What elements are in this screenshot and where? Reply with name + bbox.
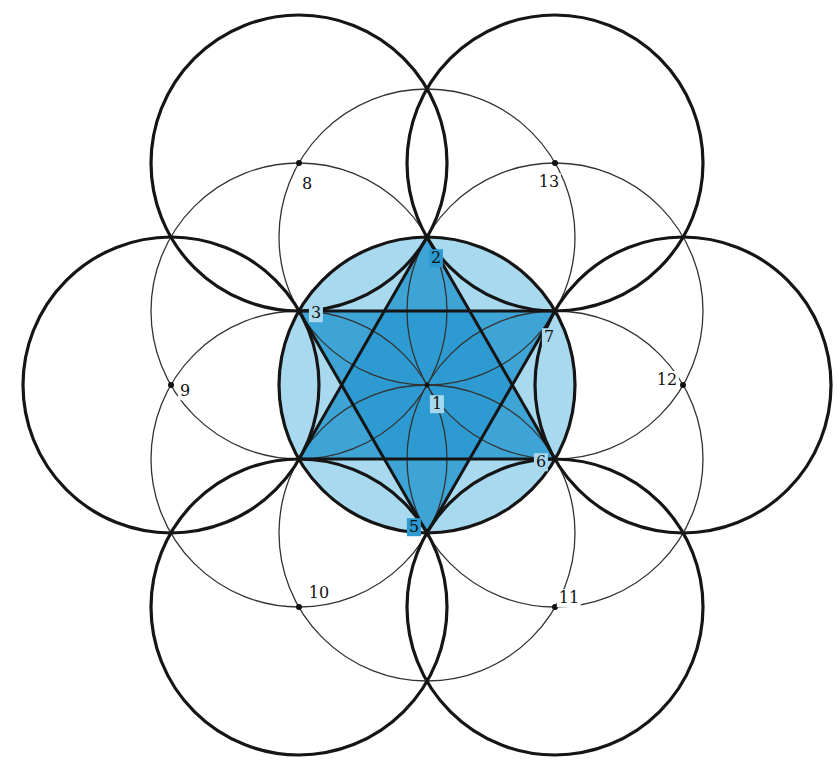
callout-number: 7 bbox=[542, 328, 556, 346]
callout-number: 8 bbox=[300, 175, 314, 193]
callout-number: 2 bbox=[429, 249, 443, 267]
callout-number: 13 bbox=[537, 173, 561, 191]
thin-circles bbox=[151, 89, 703, 681]
callout-number: 6 bbox=[534, 453, 548, 471]
callout-number: 10 bbox=[307, 584, 331, 602]
callout-number: 3 bbox=[309, 304, 323, 322]
callout-number: 1 bbox=[430, 395, 444, 413]
callout-number: 12 bbox=[655, 371, 679, 389]
callout-number: 9 bbox=[178, 382, 192, 400]
thick-circles bbox=[23, 15, 831, 755]
callout-number: 11 bbox=[557, 589, 581, 607]
point-dots bbox=[168, 160, 686, 610]
hexagram bbox=[299, 237, 555, 533]
star-fill bbox=[299, 311, 555, 533]
blue-disc bbox=[279, 237, 575, 533]
callout-number: 5 bbox=[407, 518, 421, 536]
